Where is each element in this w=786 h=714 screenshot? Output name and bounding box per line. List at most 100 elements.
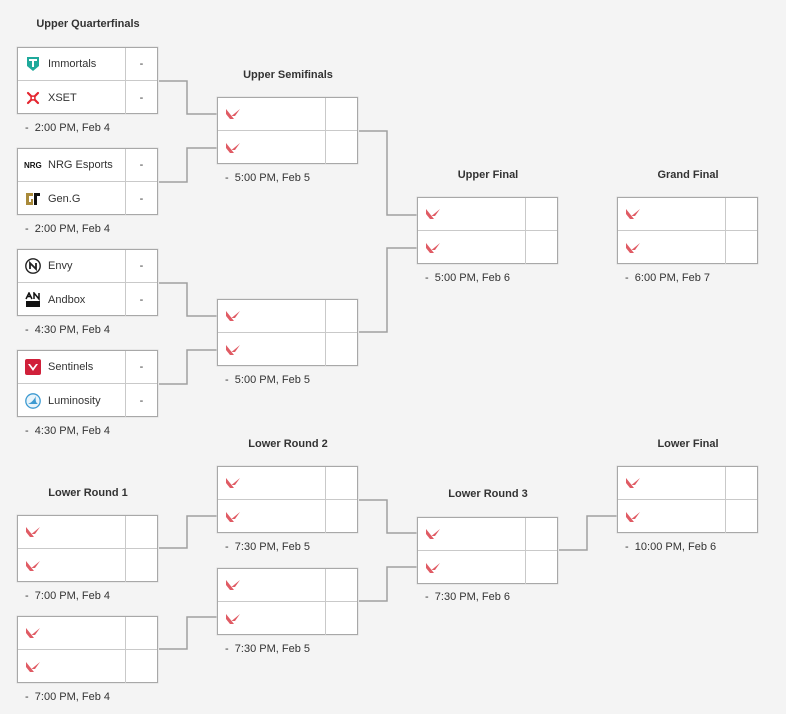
nrg-logo-icon: NRG xyxy=(24,156,42,174)
luminosity-logo-icon xyxy=(24,392,42,410)
match-time: - 4:30 PM, Feb 4 xyxy=(25,425,111,437)
match-team-row[interactable] xyxy=(418,551,557,584)
match-team-row[interactable] xyxy=(418,518,557,551)
match-lf[interactable] xyxy=(617,466,758,533)
team-score: - xyxy=(139,159,144,171)
match-team-row[interactable] xyxy=(618,467,757,500)
sentinels-logo-icon xyxy=(24,358,42,376)
match-lr2b[interactable] xyxy=(217,568,358,635)
match-team-row[interactable] xyxy=(618,500,757,533)
connector-lr1b-lr2b xyxy=(159,616,217,650)
match-lr1b[interactable] xyxy=(17,616,158,683)
match-team-row[interactable]: Andbox - xyxy=(18,283,157,316)
connector-uqf3-usf2 xyxy=(159,282,217,317)
match-team-row[interactable]: Immortals - xyxy=(18,48,157,81)
match-lr2a[interactable] xyxy=(217,466,358,533)
valorant-icon xyxy=(624,239,642,257)
match-team-row[interactable] xyxy=(218,602,357,635)
match-uqf3[interactable]: Envy - Andbox - xyxy=(17,249,158,316)
match-team-row[interactable]: Luminosity - xyxy=(18,384,157,417)
team-score xyxy=(526,551,557,584)
connector-lr2a-lr3 xyxy=(359,499,417,534)
match-uqf1[interactable]: Immortals - XSET - xyxy=(17,47,158,114)
round-title-upper-semifinals: Upper Semifinals xyxy=(243,69,333,81)
connector-lr2b-lr3 xyxy=(359,566,417,602)
valorant-icon xyxy=(224,610,242,628)
team-name: NRG Esports xyxy=(48,159,113,171)
xset-logo-icon xyxy=(24,89,42,107)
team-score xyxy=(326,569,357,601)
team-score: - xyxy=(139,192,144,205)
match-team-row[interactable]: NRG NRG Esports - xyxy=(18,149,157,182)
match-uqf4[interactable]: Sentinels - Luminosity - xyxy=(17,350,158,417)
match-time: - 7:00 PM, Feb 4 xyxy=(25,590,111,602)
geng-logo-icon xyxy=(24,190,42,208)
match-lr3[interactable] xyxy=(417,517,558,584)
immortals-logo-icon xyxy=(24,55,42,73)
valorant-icon xyxy=(424,525,442,543)
team-score: - xyxy=(139,58,144,70)
match-team-row[interactable] xyxy=(218,569,357,602)
team-score xyxy=(326,602,357,635)
match-team-row[interactable]: XSET - xyxy=(18,81,157,114)
match-team-row[interactable]: Sentinels - xyxy=(18,351,157,384)
connector-uqf1-usf1 xyxy=(159,80,217,115)
match-team-row[interactable] xyxy=(218,500,357,533)
team-name: Sentinels xyxy=(48,361,94,373)
valorant-icon xyxy=(424,205,442,223)
connector-uqf4-usf2 xyxy=(159,349,217,385)
match-team-row[interactable] xyxy=(218,131,357,164)
match-time: - 5:00 PM, Feb 5 xyxy=(225,172,311,184)
match-uqf2[interactable]: NRG NRG Esports - Gen.G - xyxy=(17,148,158,215)
valorant-icon xyxy=(224,508,242,526)
match-team-row[interactable] xyxy=(218,467,357,500)
match-team-row[interactable] xyxy=(18,650,157,683)
team-score xyxy=(126,617,157,649)
match-team-row[interactable]: Gen.G - xyxy=(18,182,157,215)
match-team-row[interactable] xyxy=(618,198,757,231)
match-team-row[interactable] xyxy=(418,231,557,264)
round-title-grand-final: Grand Final xyxy=(657,169,719,181)
team-score xyxy=(326,500,357,533)
andbox-logo-icon xyxy=(24,291,42,309)
round-title-lower-round-2: Lower Round 2 xyxy=(248,438,328,450)
match-team-row[interactable] xyxy=(218,98,357,131)
team-score: - xyxy=(139,260,144,272)
match-gf[interactable] xyxy=(617,197,758,264)
match-uf[interactable] xyxy=(417,197,558,264)
valorant-icon xyxy=(224,307,242,325)
valorant-icon xyxy=(224,105,242,123)
team-score xyxy=(526,231,557,264)
team-score xyxy=(326,333,357,366)
valorant-icon xyxy=(624,474,642,492)
match-team-row[interactable] xyxy=(218,300,357,333)
match-time: - 7:30 PM, Feb 6 xyxy=(425,591,511,603)
connector-lr3-lf xyxy=(559,515,617,551)
match-team-row[interactable] xyxy=(18,549,157,582)
match-usf2[interactable] xyxy=(217,299,358,366)
team-score: - xyxy=(139,91,144,104)
connector-usf2-uf xyxy=(359,247,417,333)
match-team-row[interactable] xyxy=(218,333,357,366)
team-score: - xyxy=(139,394,144,407)
connector-usf1-uf xyxy=(359,130,417,216)
match-team-row[interactable] xyxy=(18,516,157,549)
team-name: Luminosity xyxy=(48,394,101,407)
team-score xyxy=(726,467,757,499)
match-team-row[interactable] xyxy=(618,231,757,264)
team-score xyxy=(326,467,357,499)
match-team-row[interactable] xyxy=(18,617,157,650)
match-team-row[interactable] xyxy=(418,198,557,231)
team-score xyxy=(726,500,757,533)
match-time: - 5:00 PM, Feb 6 xyxy=(425,272,511,284)
svg-text:NRG: NRG xyxy=(24,161,42,170)
team-name: Gen.G xyxy=(48,192,81,205)
match-time: - 2:00 PM, Feb 4 xyxy=(25,122,111,134)
match-lr1a[interactable] xyxy=(17,515,158,582)
round-title-lower-round-1: Lower Round 1 xyxy=(48,487,128,499)
match-team-row[interactable]: Envy - xyxy=(18,250,157,283)
round-title-lower-final: Lower Final xyxy=(657,438,719,450)
match-usf1[interactable] xyxy=(217,97,358,164)
valorant-icon xyxy=(224,341,242,359)
match-time: - 6:00 PM, Feb 7 xyxy=(625,272,711,284)
